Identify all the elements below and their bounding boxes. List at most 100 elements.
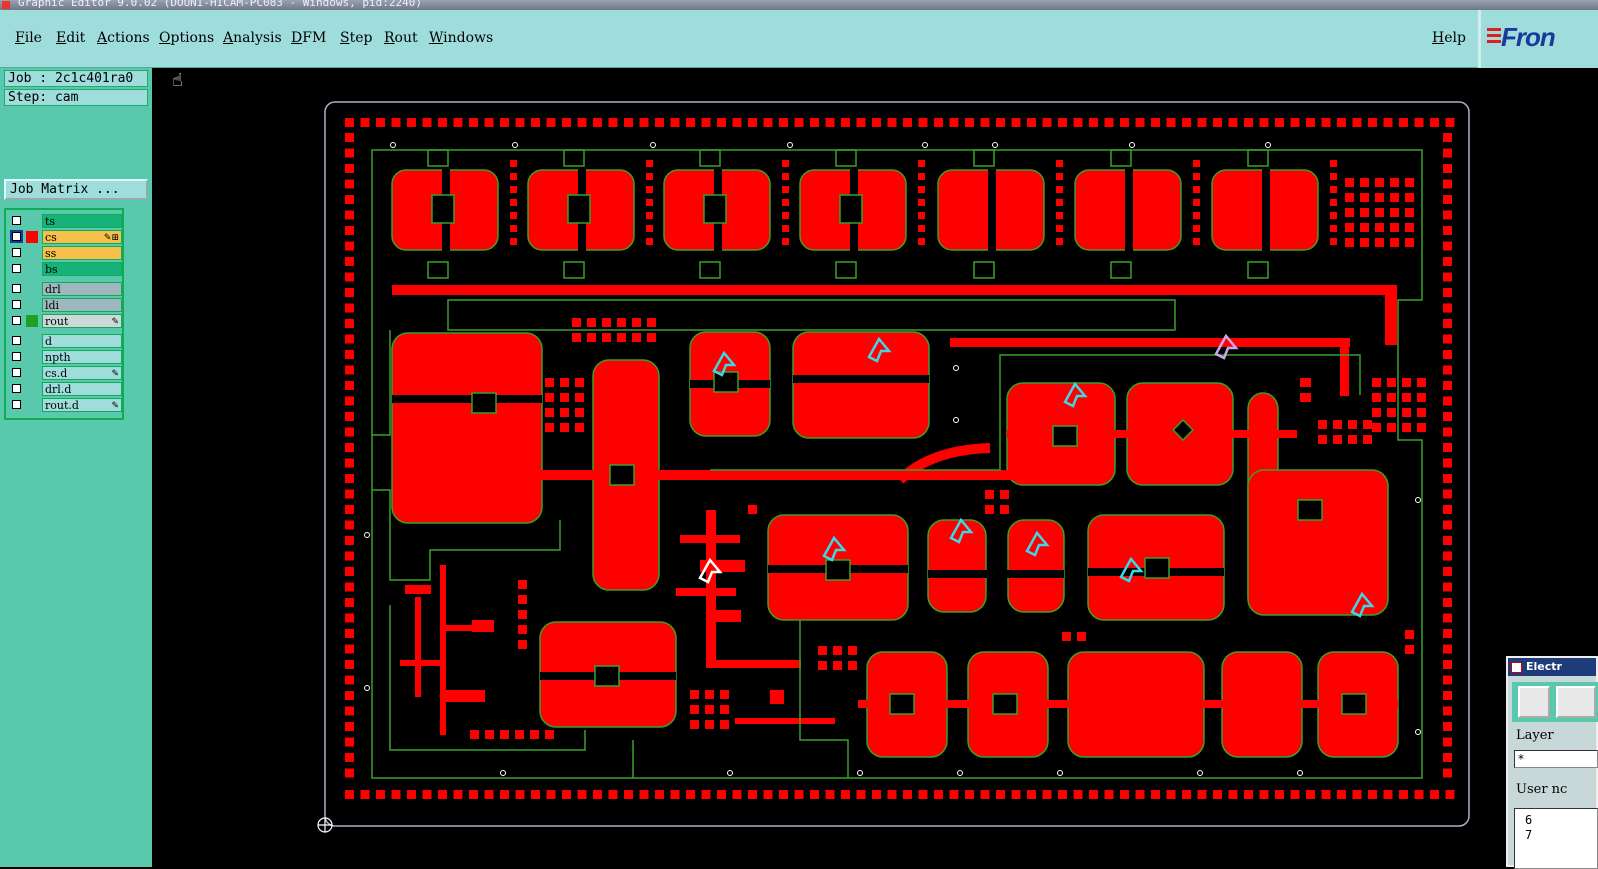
layer-row-bs[interactable]: bs xyxy=(8,262,122,276)
layer-name[interactable]: rout.d✎ xyxy=(42,398,122,412)
layer-color-swatch[interactable] xyxy=(26,299,38,311)
highlight-arrow-icon xyxy=(822,535,847,562)
layer-color-swatch[interactable] xyxy=(26,283,38,295)
perimeter-pad xyxy=(345,737,354,747)
perimeter-pad xyxy=(376,118,385,127)
pour-slot xyxy=(392,395,542,403)
layer-color-swatch[interactable] xyxy=(26,315,38,327)
layer-checkbox[interactable] xyxy=(12,336,21,345)
via xyxy=(782,225,789,232)
layer-name[interactable]: drl xyxy=(42,282,122,296)
layer-row-cs[interactable]: cs✎⊞ xyxy=(8,230,122,244)
layer-checkbox[interactable] xyxy=(12,300,21,309)
layer-name[interactable]: drl.d xyxy=(42,382,122,396)
layer-checkbox[interactable] xyxy=(12,284,21,293)
perimeter-pad xyxy=(438,118,447,127)
menu-actions[interactable]: Actions xyxy=(97,30,150,46)
menu-step[interactable]: Step xyxy=(340,30,373,46)
top-pad-gap xyxy=(1125,165,1133,255)
pcb-board-drawing[interactable] xyxy=(152,68,1478,867)
layer-color-swatch[interactable] xyxy=(26,399,38,411)
via xyxy=(572,318,581,327)
via xyxy=(587,333,596,342)
menu-options[interactable]: Options xyxy=(159,30,215,46)
perimeter-pad xyxy=(422,790,432,799)
layer-row-rout-d[interactable]: rout.d✎ xyxy=(8,398,122,412)
layer-color-swatch[interactable] xyxy=(26,215,38,227)
layer-row-npth[interactable]: npth xyxy=(8,350,122,364)
job-matrix-button[interactable]: Job Matrix ... xyxy=(4,179,148,200)
layer-row-ts[interactable]: ts xyxy=(8,214,122,228)
menu-windows[interactable]: Windows xyxy=(429,30,494,46)
layer-color-swatch[interactable] xyxy=(26,383,38,395)
copper-pour xyxy=(391,332,543,524)
layer-name[interactable]: cs.d✎ xyxy=(42,366,122,380)
via xyxy=(1402,378,1411,387)
layer-row-cs-d[interactable]: cs.d✎ xyxy=(8,366,122,380)
via xyxy=(782,173,789,180)
layer-checkbox[interactable] xyxy=(12,352,21,361)
layer-field[interactable]: * xyxy=(1514,750,1598,768)
via xyxy=(572,333,581,342)
perimeter-pad xyxy=(856,790,866,799)
perimeter-pad xyxy=(1244,118,1253,127)
layer-name[interactable]: npth xyxy=(42,350,122,364)
layer-name[interactable]: d xyxy=(42,334,122,348)
layer-row-drl[interactable]: drl xyxy=(8,282,122,296)
second-tool-button[interactable] xyxy=(1556,686,1596,718)
layer-checkbox[interactable] xyxy=(12,384,21,393)
layer-name[interactable]: bs xyxy=(42,262,122,276)
user-list[interactable]: 6 7 xyxy=(1514,808,1598,869)
layer-checkbox[interactable] xyxy=(10,230,23,243)
graphic-canvas[interactable] xyxy=(152,68,1478,867)
via xyxy=(1193,160,1200,167)
layer-checkbox[interactable] xyxy=(12,368,21,377)
layer-color-swatch[interactable] xyxy=(26,335,38,347)
layer-name[interactable]: ts xyxy=(42,214,122,228)
layer-name[interactable]: cs✎⊞ xyxy=(42,230,122,244)
layer-name[interactable]: rout✎ xyxy=(42,314,122,328)
menu-file[interactable]: File xyxy=(15,30,42,46)
outline-frame xyxy=(371,149,1423,779)
menu-help[interactable]: Help xyxy=(1432,30,1466,46)
net-tool-button[interactable] xyxy=(1518,686,1550,718)
layer-checkbox[interactable] xyxy=(12,264,21,273)
layer-color-swatch[interactable] xyxy=(26,231,38,243)
layer-color-swatch[interactable] xyxy=(26,367,38,379)
layer-checkbox[interactable] xyxy=(12,400,21,409)
layer-checkbox[interactable] xyxy=(12,248,21,257)
layer-row-d[interactable]: d xyxy=(8,334,122,348)
layer-color-swatch[interactable] xyxy=(26,247,38,259)
close-icon[interactable] xyxy=(1511,662,1522,673)
perimeter-pad xyxy=(593,118,602,127)
curved-track xyxy=(896,443,991,484)
edit-mark-icon: ✎ xyxy=(111,401,119,411)
menu-analysis[interactable]: Analysis xyxy=(223,30,282,46)
list-item[interactable]: 6 xyxy=(1525,813,1533,827)
menu-rout[interactable]: Rout xyxy=(384,30,418,46)
via xyxy=(1363,435,1372,444)
layer-checkbox[interactable] xyxy=(12,216,21,225)
layer-name[interactable]: ldi xyxy=(42,298,122,312)
logo-lines-icon xyxy=(1487,28,1501,46)
via xyxy=(1360,178,1369,187)
perimeter-pad xyxy=(996,790,1005,799)
layer-row-drl-d[interactable]: drl.d xyxy=(8,382,122,396)
perimeter-pad xyxy=(1352,790,1362,799)
perimeter-pad xyxy=(345,753,354,762)
layer-name[interactable]: ss xyxy=(42,246,122,260)
perimeter-pad xyxy=(1337,118,1346,127)
layer-color-swatch[interactable] xyxy=(26,351,38,363)
list-item[interactable]: 7 xyxy=(1525,828,1533,842)
menu-dfm[interactable]: DFM xyxy=(291,30,327,46)
layer-row-ldi[interactable]: ldi xyxy=(8,298,122,312)
via xyxy=(545,408,554,417)
perimeter-pad xyxy=(1151,790,1160,799)
layer-checkbox[interactable] xyxy=(12,316,21,325)
layer-row-ss[interactable]: ss xyxy=(8,246,122,260)
perimeter-pad xyxy=(345,164,354,173)
layer-color-swatch[interactable] xyxy=(26,263,38,275)
perimeter-pad xyxy=(1027,790,1036,799)
menu-edit[interactable]: Edit xyxy=(56,30,86,46)
layer-row-rout[interactable]: rout✎ xyxy=(8,314,122,328)
